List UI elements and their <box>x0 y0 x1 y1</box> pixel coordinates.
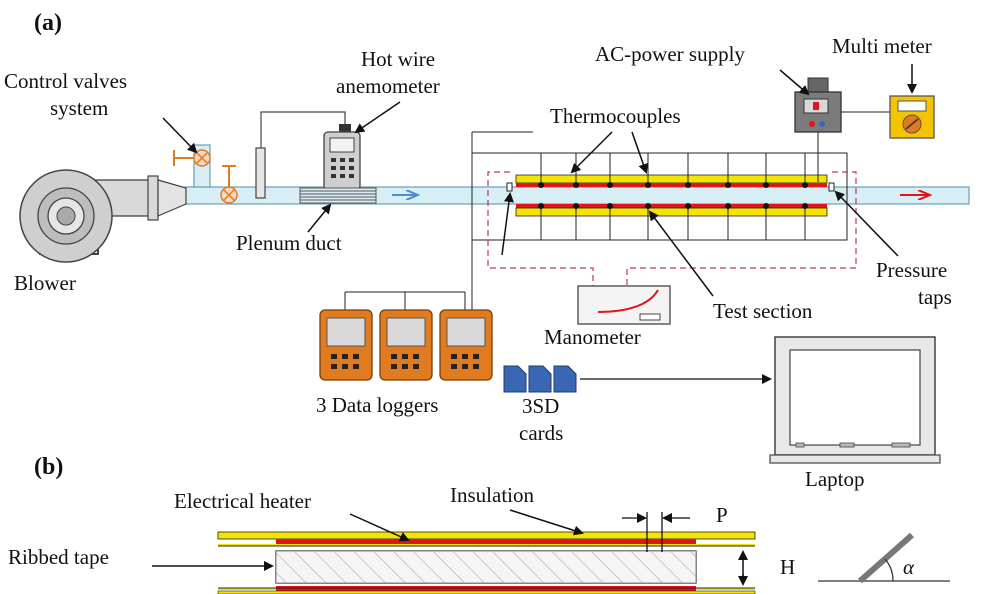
sd-cards-label-2: cards <box>519 421 563 445</box>
laptop-label: Laptop <box>805 467 864 491</box>
thermocouple-junction-top-3 <box>607 182 613 188</box>
ac-power-supply <box>794 77 890 182</box>
pitch-label: P <box>716 503 728 527</box>
blower <box>19 169 187 263</box>
tape-cross-section <box>217 531 756 594</box>
thermocouple-junction-top-5 <box>685 182 691 188</box>
plenum-honeycomb <box>299 187 377 204</box>
thermocouple-junction-bottom-6 <box>725 203 731 209</box>
data-logger-1 <box>319 309 373 381</box>
pressure-tap-pointer-left <box>501 192 514 256</box>
plenum-duct-label: Plenum duct <box>236 231 342 255</box>
thermocouple-wiring <box>471 131 848 241</box>
plenum-pointer <box>307 203 332 233</box>
height-label: H <box>780 555 795 579</box>
panel-a-label: (a) <box>34 10 62 36</box>
thermocouples-pointer-1 <box>570 131 613 174</box>
thermocouple-junction-bottom-5 <box>685 203 691 209</box>
logger-wiring <box>344 240 473 310</box>
laptop <box>769 336 941 464</box>
sd-cards <box>503 365 577 393</box>
control-valves-label-1: Control valves <box>4 69 127 93</box>
data-loggers <box>319 309 493 381</box>
multi-meter-label: Multi meter <box>832 34 932 58</box>
thermocouple-junction-top-7 <box>763 182 769 188</box>
control-valves-pointer <box>162 117 198 154</box>
pressure-tap-lines <box>487 171 857 286</box>
sd-cards-label-1: 3SD <box>522 394 559 418</box>
thermocouple-junction-bottom-1 <box>538 203 544 209</box>
thermocouples-pointer-2 <box>631 131 649 174</box>
pressure-taps-label-2: taps <box>918 285 952 309</box>
test-section <box>506 174 835 217</box>
blower-label: Blower <box>14 271 76 295</box>
thermocouple-junction-top-6 <box>725 182 731 188</box>
ribbed-tape-label: Ribbed tape <box>8 545 109 569</box>
ac-power-pointer <box>779 69 810 96</box>
pitch-dimension <box>622 512 690 552</box>
thermocouple-points <box>538 153 808 240</box>
manometer-label: Manometer <box>544 325 641 349</box>
insulation-pointer <box>509 509 584 536</box>
thermocouple-junction-bottom-2 <box>573 203 579 209</box>
test-section-pointer <box>648 210 714 297</box>
thermocouples-label: Thermocouples <box>550 104 681 128</box>
thermocouple-junction-top-1 <box>538 182 544 188</box>
data-logger-2 <box>379 309 433 381</box>
hot-wire-anemometer <box>255 111 361 199</box>
rib-angle-symbol <box>818 532 950 584</box>
data-loggers-label: 3 Data loggers <box>316 393 438 417</box>
thermocouple-junction-bottom-4 <box>645 203 651 209</box>
ac-power-label: AC-power supply <box>595 42 745 66</box>
thermocouple-junction-bottom-3 <box>607 203 613 209</box>
manometer <box>577 285 671 325</box>
multi-meter <box>889 95 935 139</box>
control-valves <box>173 144 238 204</box>
angle-label: α <box>903 555 915 579</box>
thermocouple-junction-bottom-8 <box>802 203 808 209</box>
thermocouple-junction-top-8 <box>802 182 808 188</box>
electrical-heater-label: Electrical heater <box>174 489 311 513</box>
control-valves-label-2: system <box>50 96 108 120</box>
thermocouple-junction-bottom-7 <box>763 203 769 209</box>
anemometer-pointer <box>354 101 401 134</box>
insulation-label: Insulation <box>450 483 534 507</box>
hot-wire-label-1: Hot wire <box>361 47 435 71</box>
test-section-label: Test section <box>713 299 813 323</box>
data-logger-3 <box>439 309 493 381</box>
hot-wire-label-2: anemometer <box>336 74 440 98</box>
pressure-tap-pointer-right <box>834 190 899 257</box>
pressure-taps-label-1: Pressure <box>876 258 947 282</box>
heater-pointer <box>349 513 410 542</box>
thermocouple-junction-top-2 <box>573 182 579 188</box>
thermocouple-junction-top-4 <box>645 182 651 188</box>
panel-b-label: (b) <box>34 454 63 480</box>
